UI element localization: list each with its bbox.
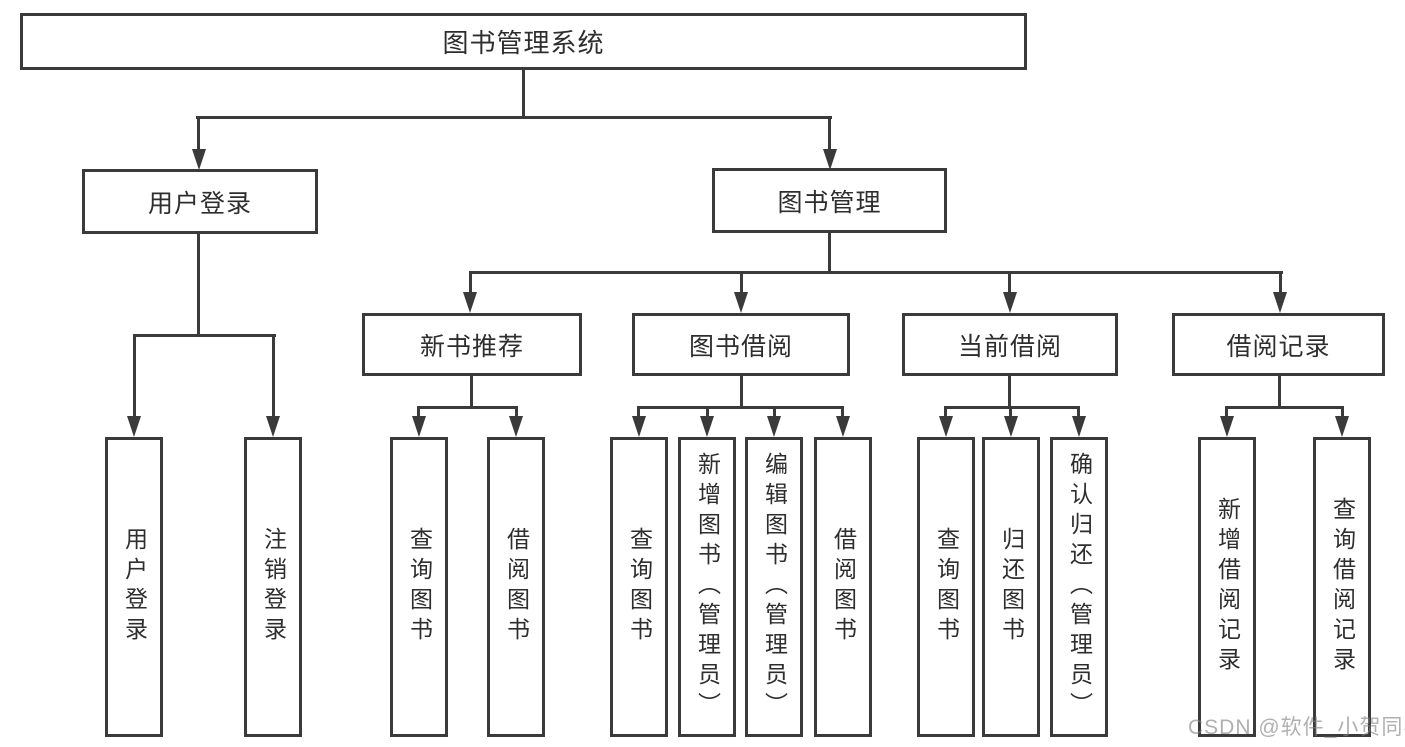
arrow-down-icon: [767, 416, 781, 437]
leaf-user-login: 用户登录: [105, 437, 163, 737]
edge-user-stem: [197, 234, 200, 337]
node-root-label: 图书管理系统: [442, 28, 605, 58]
leaf-cb-confirm-return-admin-label: 确认归还（管理员）: [1066, 452, 1093, 722]
leaf-bb-add-books-admin: 新增图书（管理员）: [678, 437, 736, 737]
arrow-down-icon: [823, 149, 837, 170]
edge-current-stem: [1008, 376, 1011, 409]
arrow-down-icon: [836, 416, 850, 437]
edge-book-stem: [828, 233, 831, 274]
leaf-cb-confirm-return-admin: 确认归还（管理员）: [1050, 437, 1108, 737]
node-new-book-recommend-label: 新书推荐: [419, 332, 524, 361]
edge-newbook-stem: [470, 376, 473, 409]
leaf-bb-query-books: 查询图书: [610, 437, 668, 737]
leaf-logout: 注销登录: [244, 437, 302, 737]
arrow-down-icon: [1004, 416, 1018, 437]
arrow-down-icon: [266, 416, 280, 437]
arrow-down-icon: [463, 292, 477, 313]
edge-records-hline: [1225, 406, 1344, 409]
node-book-management-label: 图书管理: [777, 188, 882, 217]
edge-root-stem: [522, 70, 525, 119]
edge-user-hline: [133, 334, 276, 337]
leaf-bb-borrow-books: 借阅图书: [814, 437, 872, 737]
edge-newbook-hline: [417, 406, 518, 409]
arrow-down-icon: [734, 292, 748, 313]
leaf-nb-borrow-books-label: 借阅图书: [503, 527, 530, 647]
node-user-login-label: 用户登录: [147, 189, 252, 218]
arrow-down-icon: [1003, 292, 1017, 313]
arrow-down-icon: [1335, 416, 1349, 437]
leaf-cb-return-books: 归还图书: [982, 437, 1040, 737]
node-book-management: 图书管理: [712, 168, 947, 233]
arrow-down-icon: [1220, 416, 1234, 437]
edge-root-drop-user: [197, 116, 200, 150]
leaf-nb-borrow-books: 借阅图书: [487, 437, 545, 737]
node-borrowing-records-label: 借阅记录: [1226, 332, 1331, 361]
edge-records-stem: [1278, 376, 1281, 409]
edge-newbook-drop-1: [417, 406, 420, 417]
arrow-down-icon: [127, 416, 141, 437]
arrow-down-icon: [939, 416, 953, 437]
leaf-logout-label: 注销登录: [260, 527, 287, 647]
edge-newbook-drop-2: [515, 406, 518, 417]
edge-root-drop-book: [828, 116, 831, 150]
edge-current-drop-2: [1009, 406, 1012, 417]
edge-user-drop-2: [272, 334, 275, 417]
edge-root-hline: [196, 116, 832, 119]
leaf-br-query-record-label: 查询借阅记录: [1329, 497, 1356, 677]
leaf-bb-add-books-admin-label: 新增图书（管理员）: [694, 452, 721, 722]
edge-user-drop-1: [133, 334, 136, 417]
node-book-borrowing: 图书借阅: [632, 313, 850, 376]
edge-current-hline: [944, 406, 1080, 409]
leaf-cb-return-books-label: 归还图书: [998, 527, 1025, 647]
leaf-nb-query-books-label: 查询图书: [406, 527, 433, 647]
edge-book-drop-3: [1008, 271, 1011, 293]
leaf-bb-borrow-books-label: 借阅图书: [830, 527, 857, 647]
leaf-bb-edit-books-admin: 编辑图书（管理员）: [745, 437, 803, 737]
node-new-book-recommend: 新书推荐: [362, 313, 582, 376]
edge-borrow-drop-3: [773, 406, 776, 417]
edge-borrow-hline: [637, 406, 844, 409]
edge-borrow-drop-4: [841, 406, 844, 417]
arrow-down-icon: [509, 416, 523, 437]
arrow-down-icon: [1273, 292, 1287, 313]
leaf-cb-query-books-label: 查询图书: [933, 527, 960, 647]
edge-borrow-stem: [740, 376, 743, 409]
node-root: 图书管理系统: [20, 13, 1027, 70]
edge-records-drop-1: [1225, 406, 1228, 417]
arrow-down-icon: [1072, 416, 1086, 437]
leaf-cb-query-books: 查询图书: [917, 437, 975, 737]
node-current-borrowing: 当前借阅: [902, 313, 1118, 376]
arrow-down-icon: [192, 149, 206, 170]
leaf-user-login-label: 用户登录: [121, 527, 148, 647]
arrow-down-icon: [632, 416, 646, 437]
leaf-nb-query-books: 查询图书: [390, 437, 448, 737]
leaf-br-add-record-label: 新增借阅记录: [1214, 497, 1241, 677]
arrow-down-icon: [412, 416, 426, 437]
edge-book-drop-4: [1279, 271, 1282, 293]
edge-book-drop-2: [740, 271, 743, 293]
edge-book-hline: [469, 271, 1283, 274]
edge-current-drop-1: [944, 406, 947, 417]
edge-borrow-drop-2: [706, 406, 709, 417]
node-book-borrowing-label: 图书借阅: [688, 332, 793, 361]
node-current-borrowing-label: 当前借阅: [957, 332, 1062, 361]
node-borrowing-records: 借阅记录: [1172, 313, 1385, 376]
arrow-down-icon: [700, 416, 714, 437]
edge-current-drop-3: [1077, 406, 1080, 417]
edge-borrow-drop-1: [637, 406, 640, 417]
leaf-bb-query-books-label: 查询图书: [626, 527, 653, 647]
watermark: CSDN @软件_小贺同学: [1188, 716, 1405, 739]
edge-book-drop-1: [469, 271, 472, 293]
edge-records-drop-2: [1341, 406, 1344, 417]
leaf-bb-edit-books-admin-label: 编辑图书（管理员）: [761, 452, 788, 722]
leaf-br-query-record: 查询借阅记录: [1313, 437, 1371, 737]
node-user-login: 用户登录: [82, 169, 318, 234]
leaf-br-add-record: 新增借阅记录: [1198, 437, 1256, 737]
